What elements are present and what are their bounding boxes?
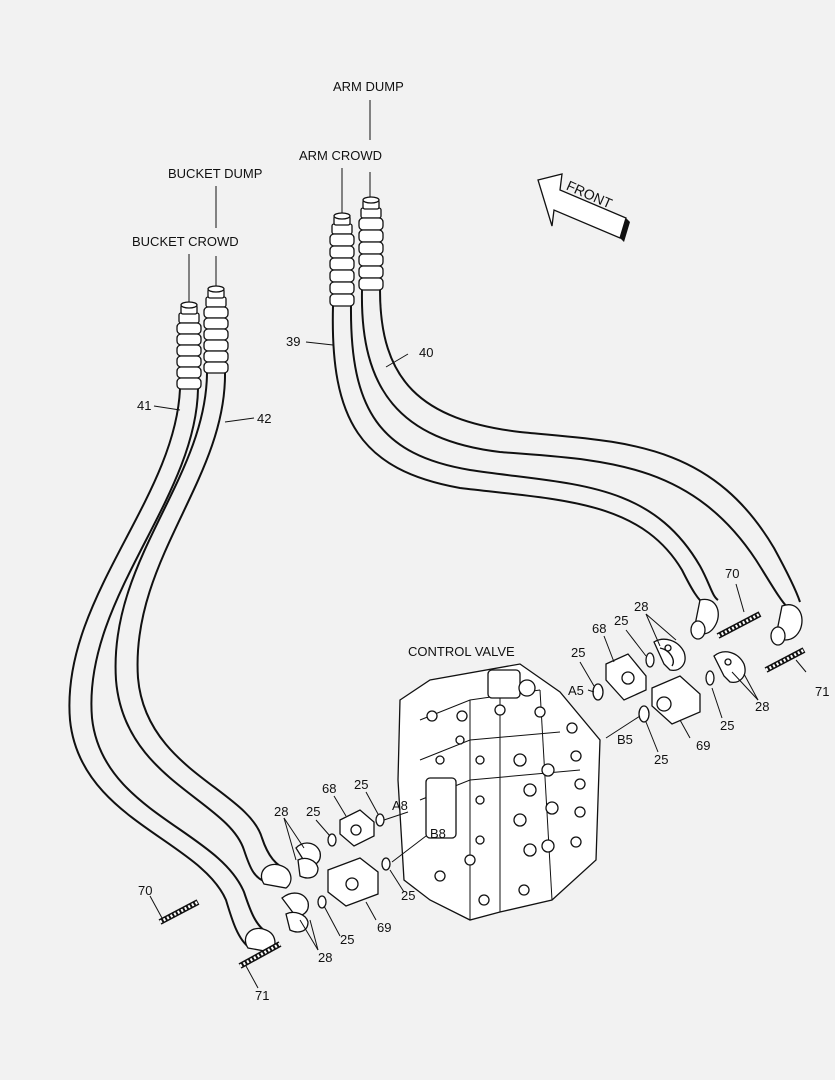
top-leader-lines: [188, 100, 371, 305]
callout-25-r2: 25: [571, 645, 585, 660]
callout-69-left: 69: [377, 920, 391, 935]
bolt-70-right: [716, 611, 762, 639]
o-ring-b5: [638, 705, 650, 723]
hose-42-crimp: [203, 306, 229, 374]
split-flange-68-left: [339, 809, 375, 847]
bolt-71-left: [238, 941, 282, 969]
hose-39-crimp: [329, 233, 355, 307]
callout-25-l2: 25: [306, 804, 320, 819]
control-valve-body: [397, 663, 601, 921]
port-b8: B8: [430, 826, 446, 841]
clamp-halves-28-upper-r: [653, 638, 686, 671]
label-bucket-crowd: BUCKET CROWD: [132, 234, 239, 249]
callout-28-right-top: 28: [634, 599, 648, 614]
bolt-70-left: [158, 899, 200, 925]
bucket-hose-41: [68, 301, 276, 953]
label-control-valve: CONTROL VALVE: [408, 644, 515, 659]
arm-hose-40: [358, 196, 803, 641]
callout-68-left: 68: [322, 781, 336, 796]
o-ring-b8: [381, 857, 391, 871]
washer-lower-r: [770, 626, 786, 646]
callout-25-r3: 25: [720, 718, 734, 733]
washer-upper-r: [690, 620, 706, 640]
callout-71-right: 71: [815, 684, 829, 699]
clamp-halves-28-lower-l: [281, 892, 309, 933]
hose-40-crimp: [358, 217, 384, 291]
callout-40: 40: [419, 345, 433, 360]
label-arm-crowd: ARM CROWD: [299, 148, 382, 163]
callout-25-r1: 25: [614, 613, 628, 628]
port-b5: B5: [617, 732, 633, 747]
split-flange-68-right: [605, 653, 647, 701]
port-a8: A8: [392, 798, 408, 813]
bucket-hose-42: [114, 285, 292, 889]
callout-41: 41: [137, 398, 151, 413]
callout-25-l4: 25: [340, 932, 354, 947]
callout-68-right: 68: [592, 621, 606, 636]
valve-bolt-heads: [426, 704, 586, 906]
o-ring-a8: [375, 813, 385, 827]
callout-71-left: 71: [255, 988, 269, 1003]
right-fittings: [592, 611, 806, 725]
split-flange-69-right: [651, 675, 701, 725]
o-ring-upper-l: [327, 833, 337, 847]
callout-25-l3: 25: [401, 888, 415, 903]
port-a5: A5: [568, 683, 584, 698]
label-bucket-dump: BUCKET DUMP: [168, 166, 262, 181]
callout-leaders: [149, 341, 807, 989]
arm-hose-39: [329, 212, 719, 635]
hose-41-crimp: [176, 322, 202, 390]
o-ring-lower-r: [705, 670, 715, 686]
callout-28-right-bottom: 28: [755, 699, 769, 714]
callout-25-r4: 25: [654, 752, 668, 767]
callout-69-right: 69: [696, 738, 710, 753]
o-ring-upper-r: [645, 652, 655, 668]
split-flange-69-left: [327, 857, 379, 907]
callout-25-l1: 25: [354, 777, 368, 792]
o-ring-a5: [592, 683, 604, 701]
callout-28-left-bottom: 28: [318, 950, 332, 965]
clamp-halves-28-upper-l: [295, 842, 321, 879]
left-fittings: [158, 809, 391, 969]
callout-28-left-top: 28: [274, 804, 288, 819]
callout-42: 42: [257, 411, 271, 426]
text-labels: ARM DUMP ARM CROWD BUCKET DUMP BUCKET CR…: [132, 79, 829, 1003]
bolt-71-right: [764, 647, 806, 673]
callout-70-right: 70: [725, 566, 739, 581]
label-arm-dump: ARM DUMP: [333, 79, 404, 94]
callout-39: 39: [286, 334, 300, 349]
o-ring-lower-l: [317, 895, 327, 909]
clamp-halves-28-lower-r: [713, 651, 746, 683]
callout-70-left: 70: [138, 883, 152, 898]
front-direction-arrow: FRONT: [537, 173, 630, 242]
